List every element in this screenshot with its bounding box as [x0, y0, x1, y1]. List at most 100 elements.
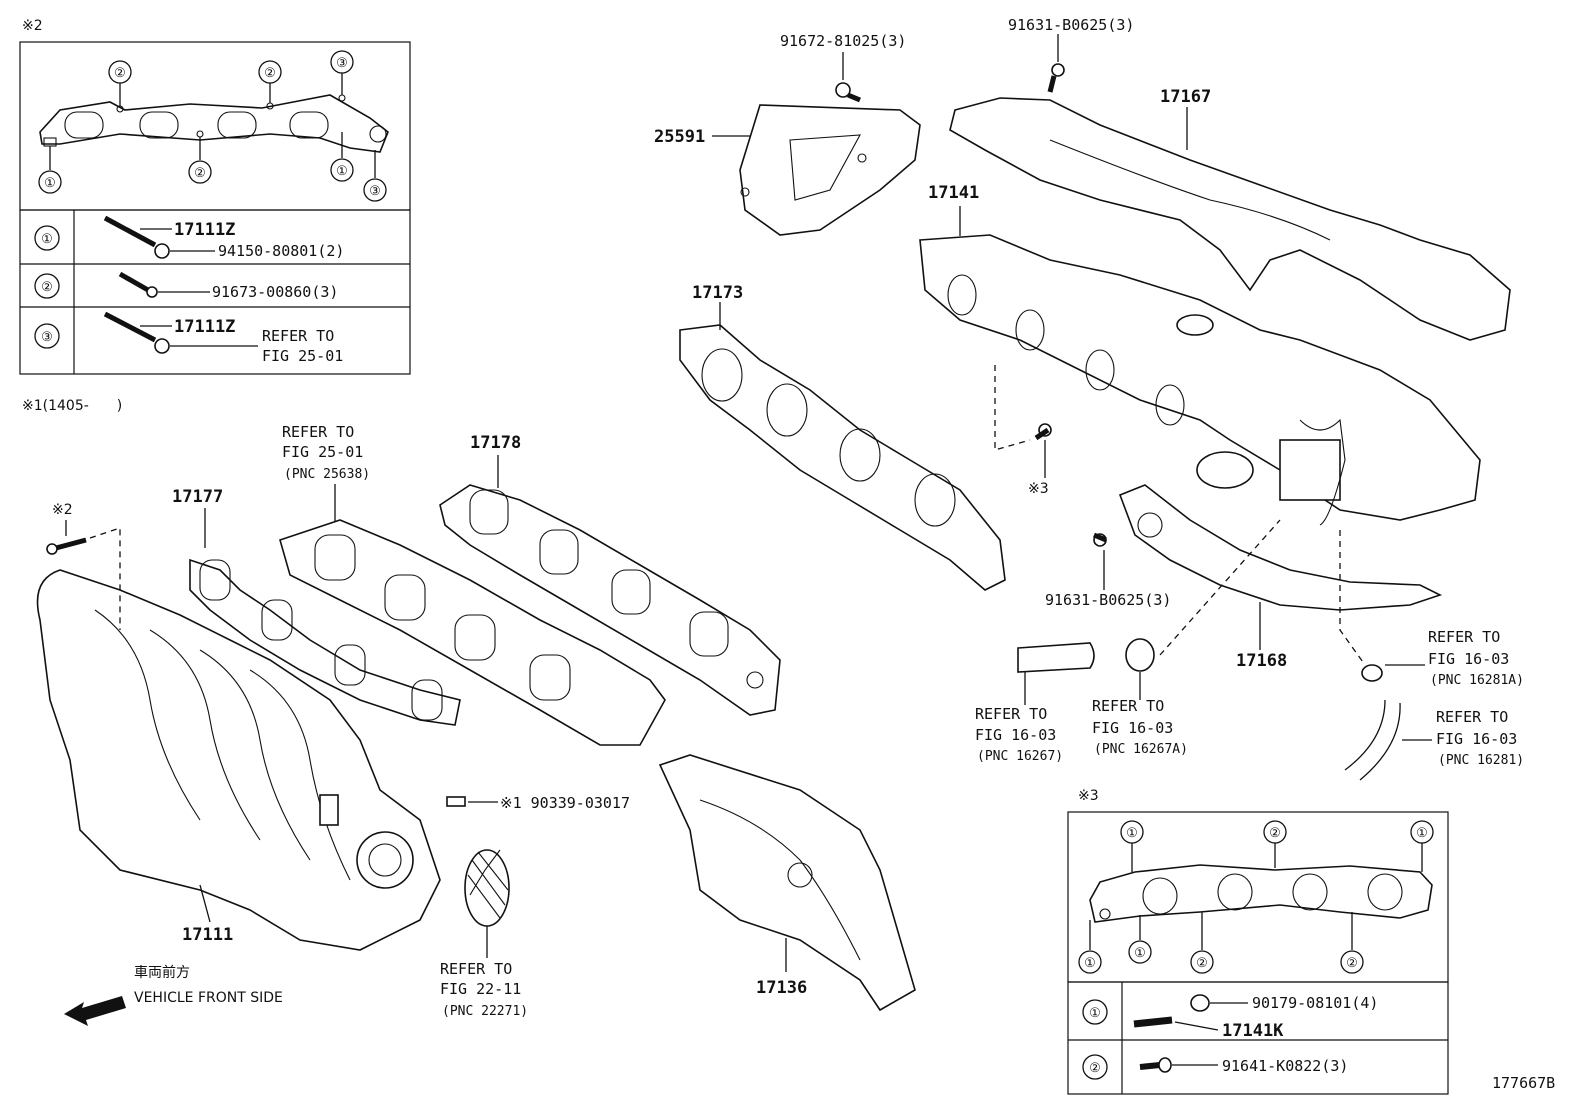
svg-text:①: ① [44, 176, 56, 191]
svg-text:REFER TO: REFER TO [975, 705, 1047, 723]
heat-shield-17167: 17167 91631-B0625(3) [949, 16, 1511, 341]
svg-text:①: ① [1126, 826, 1138, 841]
part-17111z-1: 17111Z [174, 220, 235, 240]
inset-top: ※2 ② ② ③ ② [19, 18, 411, 375]
svg-text:REFER TO: REFER TO [262, 327, 334, 345]
part-17167: 17167 [1160, 87, 1211, 107]
part-90339-group: ※1 90339-03017 [446, 794, 630, 812]
svg-text:②: ② [114, 66, 126, 81]
callout-2-c: ② [188, 160, 212, 184]
svg-text:(PNC 22271): (PNC 22271) [442, 1004, 528, 1019]
svg-text:③: ③ [369, 184, 381, 199]
svg-text:REFER TO: REFER TO [440, 960, 512, 978]
vehicle-front-indicator: 車両前方 VEHICLE FRONT SIDE [64, 964, 283, 1026]
part-91673-00860: 91673-00860(3) [212, 283, 338, 301]
part-25591: 25591 [654, 127, 705, 147]
callout-2-b: ② [258, 60, 282, 84]
gasket-17178: 17178 [439, 433, 781, 716]
bracket-25591: 25591 91672-81025(3) [654, 32, 921, 236]
callout-2-a: ② [108, 60, 132, 84]
svg-text:FIG 16-03: FIG 16-03 [1436, 730, 1517, 748]
inset-top-row-2: ② 91673-00860(3) [34, 271, 338, 301]
svg-text:(PNC 16267A): (PNC 16267A) [1094, 742, 1188, 757]
part-90339-03017: ※1 90339-03017 [500, 794, 630, 812]
hose-16281: REFER TO FIG 16-03 (PNC 16281) [1344, 699, 1524, 781]
gasket-17177: 17177 [172, 487, 461, 726]
clamp-16281a: REFER TO FIG 16-03 (PNC 16281A) [1339, 530, 1524, 688]
inset-bottom-row-1: ① 90179-08101(4) 17141K [1082, 994, 1378, 1041]
exhaust-manifold-17141: 17141 ※3 [919, 183, 1481, 526]
gasket-drawing-3: ① ② ① ① ① ② ② [1078, 820, 1434, 974]
svg-text:FIG 16-03: FIG 16-03 [1092, 719, 1173, 737]
svg-text:車両前方: 車両前方 [134, 964, 190, 981]
part-91672-81025: 91672-81025(3) [780, 32, 906, 50]
svg-text:①: ① [1084, 956, 1096, 971]
part-17141: 17141 [928, 183, 979, 203]
svg-text:※3: ※3 [1028, 481, 1049, 497]
svg-text:VEHICLE FRONT SIDE: VEHICLE FRONT SIDE [134, 990, 283, 1006]
callout-3-a: ③ [330, 50, 354, 74]
part-17168: 17168 [1236, 651, 1287, 671]
svg-text:※2: ※2 [52, 502, 73, 518]
note-mark-1: ※1(1405- ) [22, 398, 122, 414]
part-17178: 17178 [470, 433, 521, 453]
front-arrow-icon [64, 996, 126, 1026]
svg-text:FIG 16-03: FIG 16-03 [1428, 650, 1509, 668]
svg-text:②: ② [264, 66, 276, 81]
inset-top-row-3: ③ 17111Z REFER TO FIG 25-01 [34, 311, 343, 365]
callout-1-b: ① [38, 170, 62, 194]
part-17177: 17177 [172, 487, 223, 507]
svg-text:③: ③ [336, 56, 348, 71]
part-17136: 17136 [756, 978, 807, 998]
inset-top-row-1: ① 17111Z 94150-80801(2) [34, 215, 344, 260]
svg-text:①: ① [1089, 1006, 1101, 1021]
svg-text:FIG 22-11: FIG 22-11 [440, 980, 521, 998]
inset-bottom-row-2: ② 91641-K0822(3) [1082, 1054, 1348, 1080]
svg-text:(PNC 16281A): (PNC 16281A) [1430, 673, 1524, 688]
part-17111z-2: 17111Z [174, 317, 235, 337]
part-17111: 17111 [182, 925, 233, 945]
svg-text:REFER TO: REFER TO [1436, 708, 1508, 726]
svg-text:③: ③ [41, 330, 53, 345]
figure-id: 177667B [1492, 1074, 1555, 1092]
svg-text:②: ② [1196, 956, 1208, 971]
svg-text:FIG 25-01: FIG 25-01 [262, 347, 343, 365]
svg-text:①: ① [1416, 826, 1428, 841]
note-mark-2: ※2 [22, 18, 43, 34]
svg-text:FIG 25-01: FIG 25-01 [282, 443, 363, 461]
part-94150-80801: 94150-80801(2) [218, 242, 344, 260]
part-91631-b0625-mid: 91631-B0625(3) [1045, 591, 1171, 609]
svg-text:(PNC 16281): (PNC 16281) [1438, 753, 1524, 768]
callout-3-b: ③ [363, 178, 387, 202]
part-17173: 17173 [692, 283, 743, 303]
svg-text:②: ② [1346, 956, 1358, 971]
svg-text:②: ② [1089, 1061, 1101, 1076]
svg-text:REFER TO: REFER TO [1092, 697, 1164, 715]
part-91641-k0822: 91641-K0822(3) [1222, 1057, 1348, 1075]
inset-bottom: ※3 ① ② ① ① ① ② ② ① [1067, 788, 1449, 1095]
part-17141k: 17141K [1222, 1021, 1284, 1041]
callout-1-a: ① [330, 158, 354, 182]
throttle-gasket-22271: REFER TO FIG 22-11 (PNC 22271) [440, 849, 528, 1019]
insulator-17136: 17136 [658, 754, 916, 1012]
heat-shield-17168: 17168 91631-B0625(3) [1045, 484, 1443, 671]
svg-text:REFER TO: REFER TO [1428, 628, 1500, 646]
svg-text:①: ① [336, 164, 348, 179]
svg-text:REFER TO: REFER TO [282, 423, 354, 441]
gasket-17173: 17173 [679, 283, 1006, 591]
clamp-16267a: REFER TO FIG 16-03 (PNC 16267A) [1092, 519, 1281, 757]
gasket-drawing-2: ② ② ③ ② ① ① ③ [38, 50, 389, 202]
svg-text:FIG 16-03: FIG 16-03 [975, 726, 1056, 744]
intake-spacer-plate: REFER TO FIG 25-01 (PNC 25638) [279, 423, 666, 746]
svg-text:(PNC 25638): (PNC 25638) [284, 467, 370, 482]
part-91631-b0625-top: 91631-B0625(3) [1008, 16, 1134, 34]
intake-manifold-17111: 17111 [36, 569, 441, 951]
bolt-note-2: ※2 [46, 502, 121, 630]
svg-text:①: ① [1134, 946, 1146, 961]
svg-text:②: ② [41, 280, 53, 295]
svg-text:②: ② [1269, 826, 1281, 841]
svg-text:(PNC 16267): (PNC 16267) [977, 749, 1063, 764]
hose-16267: REFER TO FIG 16-03 (PNC 16267) [975, 642, 1095, 764]
part-90179-08101: 90179-08101(4) [1252, 994, 1378, 1012]
